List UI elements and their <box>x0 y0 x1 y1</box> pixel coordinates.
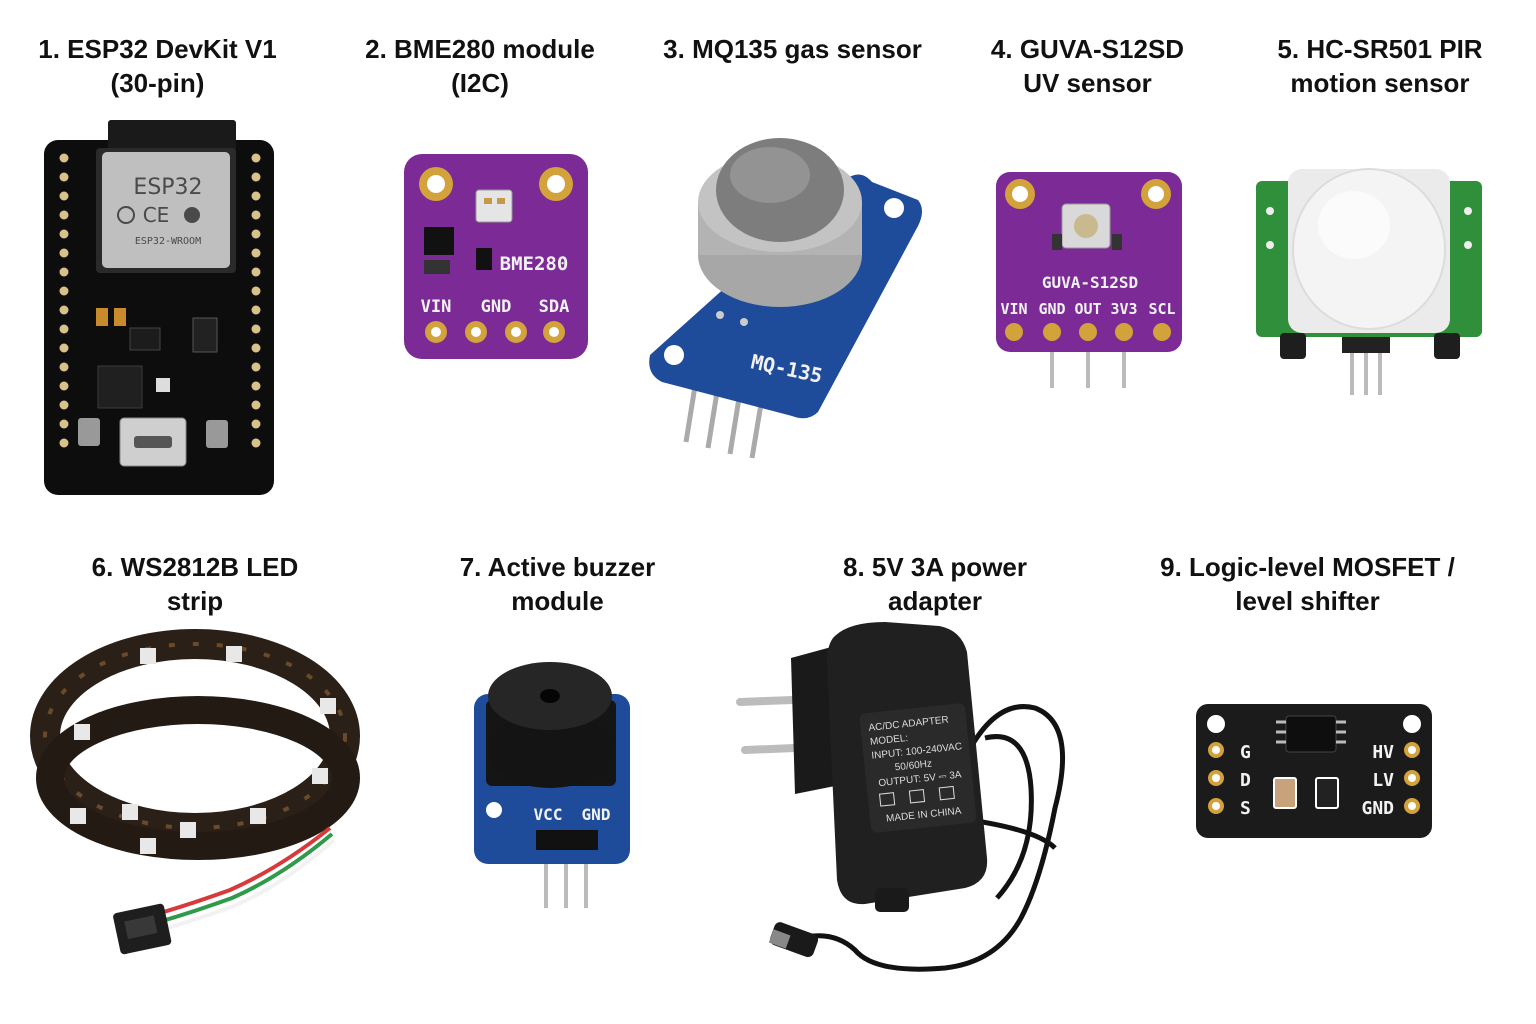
level-shifter-image: G D S HV LV GND <box>1194 702 1434 842</box>
esp32-pin-holes-left <box>59 153 69 448</box>
caption-line: module <box>511 586 604 616</box>
caption-line: (I2C) <box>451 68 509 98</box>
caption-line: 5. HC-SR501 PIR <box>1277 34 1483 64</box>
adapter-label-line: 50/60Hz <box>894 759 932 774</box>
esp32-logo-icon <box>117 206 135 224</box>
caption-line: 6. WS2812B LED <box>91 552 299 582</box>
guva-pin-label: VIN <box>1000 300 1027 318</box>
bme280-pcb <box>404 154 588 359</box>
adapter-prong <box>741 744 799 754</box>
guva-pcb <box>996 172 1182 352</box>
level-shifter-pin-label: S <box>1240 798 1251 819</box>
adapter-label-line: MODEL: <box>869 733 908 748</box>
guva-pin-label: 3V3 <box>1110 300 1137 318</box>
bme280-sensor-chip <box>475 189 513 223</box>
caption-pir: 5. HC-SR501 PIR motion sensor <box>1250 32 1510 100</box>
adapter-dc-plug <box>770 922 819 958</box>
level-shifter-pin-label: GND <box>1361 798 1394 819</box>
led-strip-inner-loop <box>36 696 360 860</box>
caption-guva: 4. GUVA-S12SD UV sensor <box>960 32 1215 100</box>
bme280-regulator <box>424 227 454 255</box>
guva-pin-label: OUT <box>1074 300 1101 318</box>
esp32-devkit-image: ESP32 CE ESP32-WROOM <box>38 118 283 498</box>
guva-uv-sensor-image: GUVA-S12SD VIN GND OUT 3V3 SCL <box>994 170 1184 392</box>
buzzer-pin-label: GND <box>582 805 611 824</box>
buzzer-module-image: VCC GND <box>472 660 634 912</box>
caption-power-adapter: 8. 5V 3A power adapter <box>820 550 1050 618</box>
caption-line: 7. Active buzzer <box>459 552 656 582</box>
caption-ws2812b: 6. WS2812B LED strip <box>70 550 320 618</box>
caption-mq135: 3. MQ135 gas sensor <box>655 32 930 66</box>
guva-pin-label: SCL <box>1148 300 1175 318</box>
caption-line: level shifter <box>1235 586 1380 616</box>
caption-line: 3. MQ135 gas sensor <box>663 34 922 64</box>
power-adapter-image: AC/DC ADAPTER MODEL: INPUT: 100-240VAC 5… <box>735 618 1080 988</box>
led-strip-wires <box>141 826 336 936</box>
caption-line: 2. BME280 module <box>365 34 595 64</box>
esp32-chip-marks: CE <box>143 203 170 227</box>
espressif-logo-icon <box>184 207 200 223</box>
mq135-pins <box>683 379 765 459</box>
caption-line: UV sensor <box>1023 68 1152 98</box>
bme280-pin-label: VIN <box>421 297 452 317</box>
led-chips <box>70 646 336 854</box>
adapter-cable-strain-relief <box>875 888 909 912</box>
ws2812b-led-strip-image <box>30 628 360 973</box>
esp32-shield-can <box>102 152 230 268</box>
bme280-module-image: BME280 VIN GND SDA <box>402 152 590 362</box>
caption-line: motion sensor <box>1290 68 1470 98</box>
mosfet-chip <box>1285 715 1337 753</box>
caption-buzzer: 7. Active buzzer module <box>440 550 675 618</box>
level-shifter-pin-label: HV <box>1372 742 1394 763</box>
esp32-chip-label: ESP32 <box>133 175 202 200</box>
level-shifter-pin-label: D <box>1240 770 1251 791</box>
caption-line: 8. 5V 3A power <box>843 552 1027 582</box>
bme280-board-label: BME280 <box>500 253 569 275</box>
mq135-gas-sensor-image: MQ-135 <box>640 130 930 460</box>
caption-bme280: 2. BME280 module (I2C) <box>345 32 615 100</box>
caption-line: 1. ESP32 DevKit V1 <box>38 34 277 64</box>
esp32-en-button <box>206 420 228 448</box>
caption-line: (30-pin) <box>110 68 205 98</box>
esp32-chip-small: ESP32-WROOM <box>135 236 201 247</box>
weee-bin-icon <box>908 789 926 804</box>
caption-line: adapter <box>888 586 982 616</box>
esp32-boot-button <box>78 418 100 446</box>
bme280-pin-label: SDA <box>539 297 570 317</box>
guva-board-label: GUVA-S12SD <box>1042 273 1138 292</box>
caption-line: 4. GUVA-S12SD <box>990 34 1185 64</box>
level-shifter-pin-label: LV <box>1372 770 1394 791</box>
caption-level-shifter: 9. Logic-level MOSFET / level shifter <box>1150 550 1465 618</box>
buzzer-body <box>488 712 612 788</box>
level-shifter-pcb <box>1196 704 1432 838</box>
buzzer-pin-label: VCC <box>534 805 563 824</box>
esp32-usb-uart-chip <box>97 365 143 409</box>
caption-line: strip <box>166 586 224 616</box>
esp32-pin-holes-right <box>251 153 261 448</box>
ce-mark-icon <box>938 785 955 801</box>
level-shifter-pin-label: G <box>1240 742 1251 763</box>
caption-esp32: 1. ESP32 DevKit V1 (30-pin) <box>20 32 295 100</box>
guva-pin-label: GND <box>1038 300 1065 318</box>
adapter-cable <box>794 704 1066 972</box>
adapter-cert-icon <box>878 792 896 807</box>
caption-line: 9. Logic-level MOSFET / <box>1160 552 1455 582</box>
pir-motion-sensor-image <box>1254 165 1484 397</box>
buzzer-hole <box>540 689 560 703</box>
adapter-prong <box>736 696 797 706</box>
bme280-pin-label: GND <box>481 297 512 317</box>
